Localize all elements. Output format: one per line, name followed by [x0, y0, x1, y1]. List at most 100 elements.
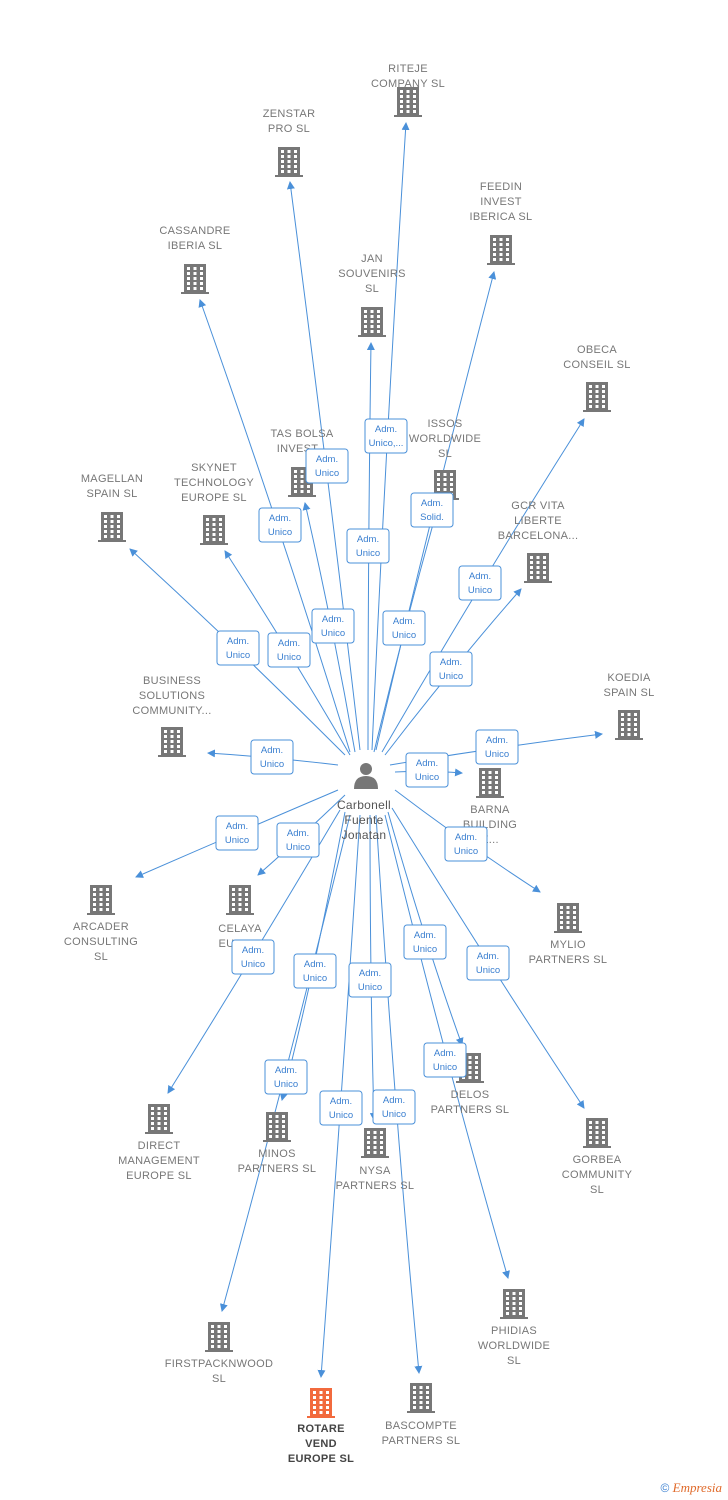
edge-label-text: Adm.: [330, 1096, 352, 1107]
edge-label-text: Unico,...: [369, 438, 404, 449]
edge-label-bascompte[interactable]: Adm.Unico: [372, 1089, 416, 1125]
edge-label-text: Adm.: [316, 454, 338, 465]
edge-label-text: Adm.: [440, 657, 462, 668]
company-label-line: PARTNERS SL: [529, 954, 608, 966]
company-label-line: SL: [94, 951, 108, 963]
edge-label-text: Unico: [476, 965, 500, 976]
building-icon: [226, 885, 254, 915]
building-icon: [263, 1112, 291, 1142]
edge-label-text: Unico: [358, 982, 382, 993]
company-label-line: CONSULTING: [64, 936, 138, 948]
building-icon: [87, 885, 115, 915]
building-icon: [158, 727, 186, 757]
edge-label-text: Adm.: [304, 959, 326, 970]
edge-label-text: Adm.: [261, 745, 283, 756]
edge-label-arcader[interactable]: Adm.Unico: [215, 815, 259, 851]
company-label-line: BARCELONA...: [498, 530, 579, 542]
edge-label-obeca[interactable]: Adm.Unico: [458, 565, 502, 601]
company-label-line: DIRECT: [138, 1140, 181, 1152]
edge-label-celaya[interactable]: Adm.Unico: [276, 822, 320, 858]
company-label-line: OBECA: [577, 344, 617, 356]
edge-label-nysa[interactable]: Adm.Unico: [348, 962, 392, 998]
edge-label-text: Adm.: [486, 735, 508, 746]
edge-label-text: Unico: [260, 759, 284, 770]
edge-label-rotare[interactable]: Adm. Unico: [319, 1090, 363, 1126]
edge-label-delos[interactable]: Adm.Unico: [403, 924, 447, 960]
edge-label-gorbea[interactable]: Adm.Unico: [466, 945, 510, 981]
edge-label-feedin[interactable]: Adm.Solid.: [410, 492, 454, 528]
edge-label-text: Solid.: [420, 512, 444, 523]
edge-label-tasbolsa[interactable]: Adm.Unico: [311, 608, 355, 644]
building-icon: [583, 382, 611, 412]
company-label-line: COMMUNITY: [562, 1169, 633, 1181]
person-label-line: Jonatan: [342, 828, 387, 842]
edge-label-text: Unico: [274, 1079, 298, 1090]
edge-label-text: Unico: [382, 1109, 406, 1120]
edge-label-barna[interactable]: Adm.Unico: [405, 752, 449, 788]
edge-label-minos[interactable]: Adm.Unico: [293, 953, 337, 989]
edge-label-text: Unico: [226, 650, 250, 661]
company-label-line: ISSOS: [427, 418, 462, 430]
edge-label-text: Unico: [439, 671, 463, 682]
building-icon: [407, 1383, 435, 1413]
edge-label-magellan[interactable]: Adm.Unico: [216, 630, 260, 666]
edge-label-koedia[interactable]: Adm. Unico: [475, 729, 519, 765]
edge-label-mylio[interactable]: Adm.Unico: [444, 826, 488, 862]
company-label-line: PHIDIAS: [491, 1325, 537, 1337]
edge-label-business[interactable]: Adm. Unico: [250, 739, 294, 775]
company-node-gcrvita[interactable]: GCR VITALIBERTEBARCELONA...: [498, 500, 579, 583]
company-label-line: IBERICA SL: [470, 211, 533, 223]
edge-label-text: Unico: [321, 628, 345, 639]
edge-label-zenstar[interactable]: Adm.Unico: [305, 448, 349, 484]
building-icon: [615, 710, 643, 740]
edge-label-phidias[interactable]: Adm.Unico: [423, 1042, 467, 1078]
company-label-line: PARTNERS SL: [431, 1104, 510, 1116]
edge-label-skynet[interactable]: Adm.Unico: [267, 632, 311, 668]
company-label-line: DELOS: [451, 1089, 490, 1101]
footer-brand[interactable]: © Empresia: [660, 1480, 722, 1496]
edge-label-direct[interactable]: Adm.Unico: [231, 939, 275, 975]
edge-label-cassandre[interactable]: Adm.Unico: [258, 507, 302, 543]
edge-label-text: Unico: [329, 1110, 353, 1121]
company-label-line: SL: [212, 1373, 226, 1385]
edge-label-jan[interactable]: Adm.Unico: [346, 528, 390, 564]
building-icon: [358, 307, 386, 337]
company-label-line: EUROPE SL: [126, 1170, 192, 1182]
building-icon: [307, 1388, 335, 1418]
edge-label-issos[interactable]: Adm.Unico: [382, 610, 426, 646]
person-label-line: Fuente: [344, 813, 383, 827]
company-node-business[interactable]: BUSINESSSOLUTIONSCOMMUNITY...: [132, 675, 211, 757]
edge-label-text: Unico: [392, 630, 416, 641]
edge-label-text: Unico: [485, 749, 509, 760]
company-label-line: WORLDWIDE: [409, 433, 481, 445]
edge-label-text: Unico: [413, 944, 437, 955]
edge-label-riteje[interactable]: Adm.Unico,...: [364, 418, 408, 454]
company-label-line: SOUVENIRS: [338, 268, 406, 280]
company-label-line: PRO SL: [268, 123, 310, 135]
edge-label-firstpack[interactable]: Adm.Unico: [264, 1059, 308, 1095]
building-icon: [524, 553, 552, 583]
edge-label-gcrvita[interactable]: Adm. Unico: [429, 651, 473, 687]
